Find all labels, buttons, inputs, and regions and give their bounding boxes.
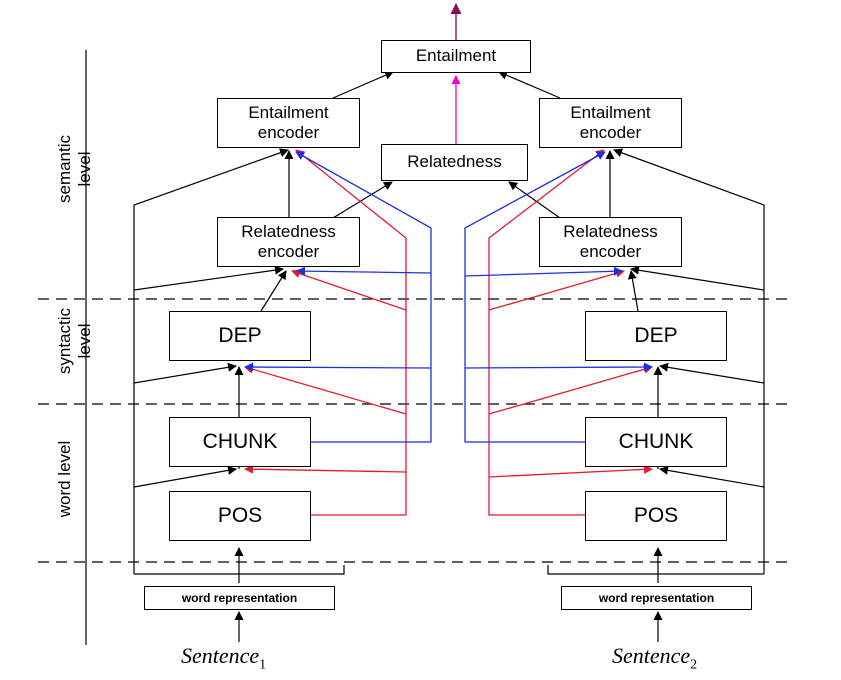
right-red-connections xyxy=(488,149,653,516)
sentence-2-base: Sentence xyxy=(612,643,691,668)
left-encoder-to-entailment-arrow xyxy=(332,71,394,99)
left-relenc-to-relatedness-arrow xyxy=(332,181,393,219)
right-relatedness-encoder-label: Relatedness encoder xyxy=(563,221,658,261)
left-chunk-label: CHUNK xyxy=(202,430,278,454)
right-dep-box: DEP xyxy=(585,311,727,361)
left-chunk-box: CHUNK xyxy=(169,417,311,467)
left-dep-label: DEP xyxy=(218,324,262,348)
right-blue-connections xyxy=(464,151,653,443)
sentence-2-subscript: 2 xyxy=(690,657,698,673)
right-chunk-box: CHUNK xyxy=(585,417,727,467)
left-word-representation-box: word representation xyxy=(144,586,335,610)
right-entailment-encoder-box: Entailment encoder xyxy=(539,98,682,148)
word-level-label: word level xyxy=(55,440,74,518)
left-entailment-encoder-label: Entailment encoder xyxy=(248,102,329,142)
right-entailment-encoder-label: Entailment encoder xyxy=(570,102,651,142)
entailment-box: Entailment xyxy=(381,40,531,73)
sentence-2-label: Sentence2 xyxy=(612,643,697,673)
left-word-representation-label: word representation xyxy=(181,590,298,605)
relatedness-box: Relatedness xyxy=(381,144,528,181)
left-pos-label: POS xyxy=(217,504,263,528)
right-encoder-to-entailment-arrow xyxy=(498,70,561,99)
sentence-1-label: Sentence1 xyxy=(181,643,266,673)
right-word-representation-box: word representation xyxy=(561,586,752,610)
left-relatedness-encoder-label: Relatedness encoder xyxy=(241,221,336,261)
semantic-level-label: semantic level xyxy=(55,134,94,204)
right-black-connections xyxy=(547,148,765,583)
right-dep-label: DEP xyxy=(634,324,678,348)
left-black-connections xyxy=(133,148,345,583)
left-red-connections xyxy=(244,149,407,516)
left-entailment-encoder-box: Entailment encoder xyxy=(217,98,360,148)
right-pos-label: POS xyxy=(633,504,679,528)
right-pos-box: POS xyxy=(585,491,727,541)
right-word-representation-label: word representation xyxy=(598,590,715,605)
left-blue-connections xyxy=(244,151,432,443)
left-pos-box: POS xyxy=(169,491,311,541)
right-chunk-label: CHUNK xyxy=(618,430,694,454)
left-dep-box: DEP xyxy=(169,311,311,361)
left-relatedness-encoder-box: Relatedness encoder xyxy=(217,217,360,267)
right-relatedness-encoder-box: Relatedness encoder xyxy=(539,217,682,267)
relatedness-label: Relatedness xyxy=(407,152,502,172)
sentence-1-base: Sentence xyxy=(181,643,260,668)
sentence-1-subscript: 1 xyxy=(259,657,267,673)
right-relenc-to-relatedness-arrow xyxy=(508,181,561,219)
entailment-label: Entailment xyxy=(415,46,497,66)
syntactic-level-label: syntactic level xyxy=(55,307,94,375)
